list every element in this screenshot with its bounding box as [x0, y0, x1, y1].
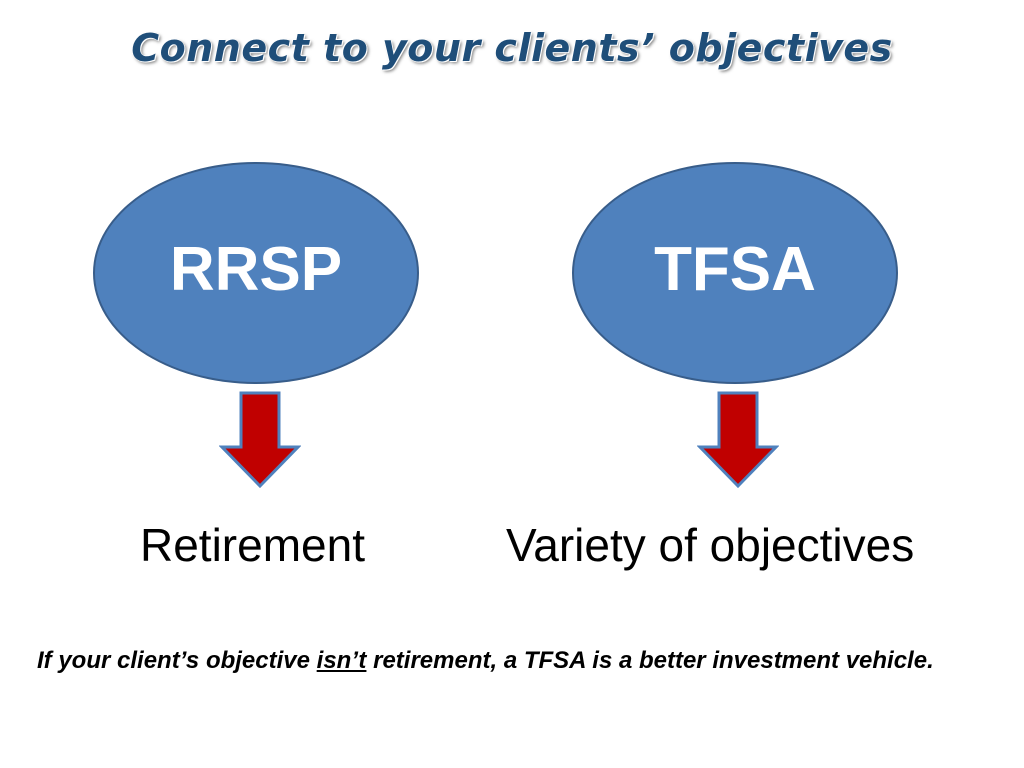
rrsp-outcome: Retirement [140, 519, 365, 571]
slide-title: Connect to your clients’ objectives [131, 26, 893, 70]
footnote-text-start: If your client’s objective [37, 647, 317, 674]
tfsa-outcome: Variety of objectives [506, 519, 915, 571]
rrsp-label: RRSP [169, 234, 343, 304]
footnote-emphasis: isn’t [316, 647, 367, 674]
footnote: If your client’s objective isn’t retirem… [37, 642, 937, 680]
tfsa-label: TFSA [654, 234, 816, 304]
footnote-text-end: retirement, a TFSA is a better investmen… [366, 647, 934, 674]
down-arrow-icon [697, 391, 779, 489]
rrsp-oval: RRSP [93, 162, 419, 384]
tfsa-oval: TFSA [572, 162, 898, 384]
down-arrow-icon [219, 391, 301, 489]
